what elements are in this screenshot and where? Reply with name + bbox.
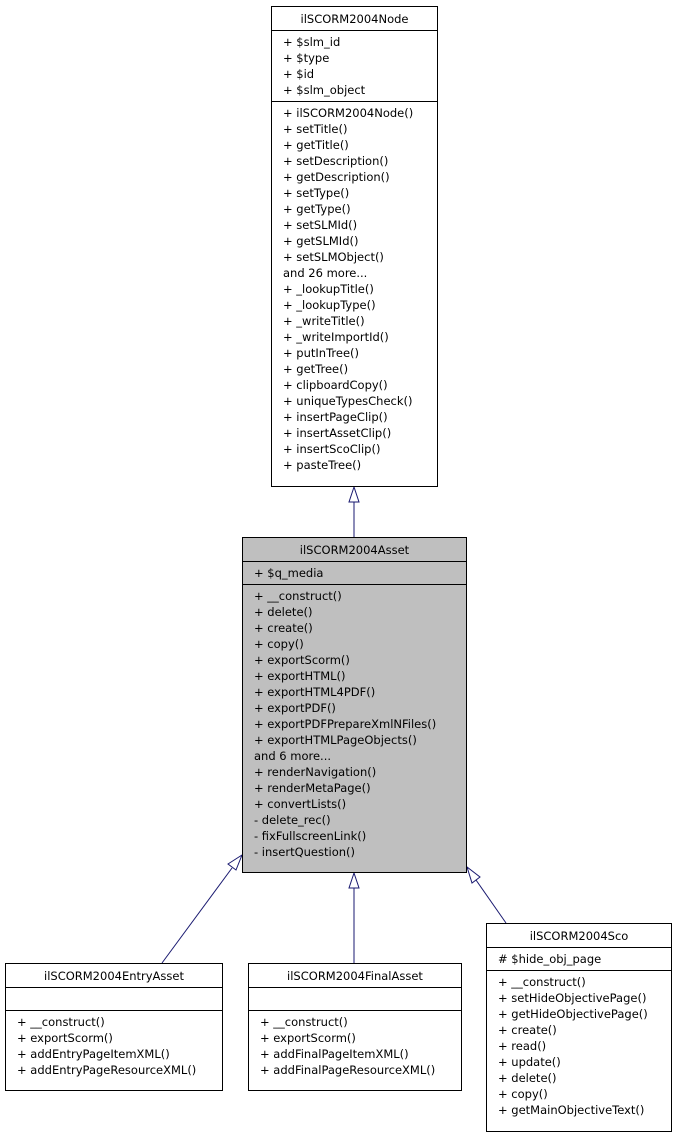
edge-sco-to-asset [475, 879, 507, 924]
inherit-arrow-asset-right [466, 865, 481, 884]
member-row: + __construct() [254, 589, 342, 603]
member-row: + exportHTML() [254, 669, 346, 683]
member-row: + renderNavigation() [254, 765, 377, 779]
class-ilSCORM2004Node[interactable]: ilSCORM2004Node + $slm_id+ $type+ $id+ $… [271, 6, 438, 487]
member-row: + addEntryPageResourceXML() [17, 1063, 197, 1077]
attribute-list: # $hide_obj_page [487, 948, 671, 971]
attribute-list [249, 988, 461, 1011]
member-row: + addFinalPageResourceXML() [260, 1063, 436, 1077]
member-row: + addEntryPageItemXML() [17, 1047, 170, 1061]
class-ilSCORM2004EntryAsset[interactable]: ilSCORM2004EntryAsset + __construct() + e… [5, 963, 223, 1091]
class-title: ilSCORM2004EntryAsset [6, 964, 222, 988]
member-row: + getSLMId() [283, 234, 359, 248]
member-row: + getType() [283, 202, 351, 216]
member-row: + $q_media [254, 566, 324, 580]
member-row: + renderMetaPage() [254, 781, 371, 795]
member-row: + copy() [498, 1087, 548, 1101]
member-row: and 26 more... [283, 266, 368, 280]
member-row: + _writeImportId() [283, 330, 389, 344]
member-row: + setSLMObject() [283, 250, 384, 264]
member-row: + pasteTree() [283, 458, 362, 472]
member-row: + __construct() [260, 1015, 348, 1029]
member-row: + _lookupType() [283, 298, 376, 312]
class-ilSCORM2004Asset[interactable]: ilSCORM2004Asset + $q_media + __construc… [242, 537, 467, 873]
member-row: + _writeTitle() [283, 314, 365, 328]
member-row: + setHideObjectivePage() [498, 991, 647, 1005]
member-row: - insertQuestion() [254, 845, 356, 859]
member-row: + _lookupTitle() [283, 282, 374, 296]
member-row: + $slm_object [283, 83, 366, 97]
member-row: + getTitle() [283, 138, 349, 152]
member-row: + copy() [254, 637, 304, 651]
member-row: + getMainObjectiveText() [498, 1103, 645, 1117]
member-row: # $hide_obj_page [498, 952, 602, 966]
inherit-arrow-asset-left [227, 853, 244, 871]
method-list: + ilSCORM2004Node() + setTitle() + getTitl… [272, 102, 437, 476]
method-list: + __construct() + exportScorm() + addEntry… [6, 1011, 222, 1081]
member-row: + setType() [283, 186, 350, 200]
member-row: + putInTree() [283, 346, 360, 360]
member-row: + getTree() [283, 362, 349, 376]
member-row: + exportPDFPrepareXmlNFiles() [254, 717, 437, 731]
attribute-list: + $slm_id + $type + $id + $slm_object [272, 31, 437, 102]
member-row: + $type [283, 51, 330, 65]
class-title: ilSCORM2004FinalAsset [249, 964, 461, 988]
member-row: + $slm_id [283, 35, 341, 49]
member-row: + create() [254, 621, 313, 635]
method-list: + __construct() + setHideObjectivePage() +… [487, 971, 671, 1121]
member-row: + insertAssetClip() [283, 426, 392, 440]
member-row: - fixFullscreenLink() [254, 829, 367, 843]
member-row: + setDescription() [283, 154, 389, 168]
class-ilSCORM2004FinalAsset[interactable]: ilSCORM2004FinalAsset + __construct() + e… [248, 963, 462, 1091]
member-row: + addFinalPageItemXML() [260, 1047, 409, 1061]
member-row: + setTitle() [283, 122, 348, 136]
member-row: + insertPageClip() [283, 410, 388, 424]
class-title: ilSCORM2004Node [272, 7, 437, 31]
member-row: + delete() [498, 1071, 557, 1085]
member-row: + clipboardCopy() [283, 378, 388, 392]
member-row: + exportPDF() [254, 701, 336, 715]
member-row: + create() [498, 1023, 557, 1037]
attribute-list: + $q_media [243, 562, 466, 585]
method-list: + __construct() + exportScorm() + addFinal… [249, 1011, 461, 1081]
member-row: + getHideObjectivePage() [498, 1007, 648, 1021]
member-row: + exportScorm() [260, 1031, 356, 1045]
member-row: + __construct() [17, 1015, 105, 1029]
member-row: + uniqueTypesCheck() [283, 394, 413, 408]
class-title: ilSCORM2004Sco [487, 924, 671, 948]
member-row: + exportScorm() [17, 1031, 113, 1045]
class-ilSCORM2004Sco[interactable]: ilSCORM2004Sco # $hide_obj_page + __cons… [486, 923, 672, 1132]
member-row: - delete_rec() [254, 813, 331, 827]
inherit-arrow-node [348, 485, 360, 503]
member-row: + read() [498, 1039, 547, 1053]
member-row: + $id [283, 67, 315, 81]
edge-entry-to-asset [161, 867, 233, 964]
member-row: + convertLists() [254, 797, 347, 811]
member-row: + setSLMId() [283, 218, 358, 232]
member-row: + exportHTMLPageObjects() [254, 733, 417, 747]
member-row: + __construct() [498, 975, 586, 989]
attribute-list [6, 988, 222, 1011]
member-row: + insertScoClip() [283, 442, 381, 456]
inherit-arrow-asset-center [348, 871, 360, 889]
member-row: and 6 more... [254, 749, 332, 763]
member-row: + update() [498, 1055, 561, 1069]
member-row: + delete() [254, 605, 313, 619]
member-row: + exportHTML4PDF() [254, 685, 376, 699]
member-row: + exportScorm() [254, 653, 350, 667]
member-row: + ilSCORM2004Node() [283, 106, 414, 120]
class-title: ilSCORM2004Asset [243, 538, 466, 562]
member-row: + getDescription() [283, 170, 390, 184]
method-list: + __construct() + delete() + create() + cop… [243, 585, 466, 863]
